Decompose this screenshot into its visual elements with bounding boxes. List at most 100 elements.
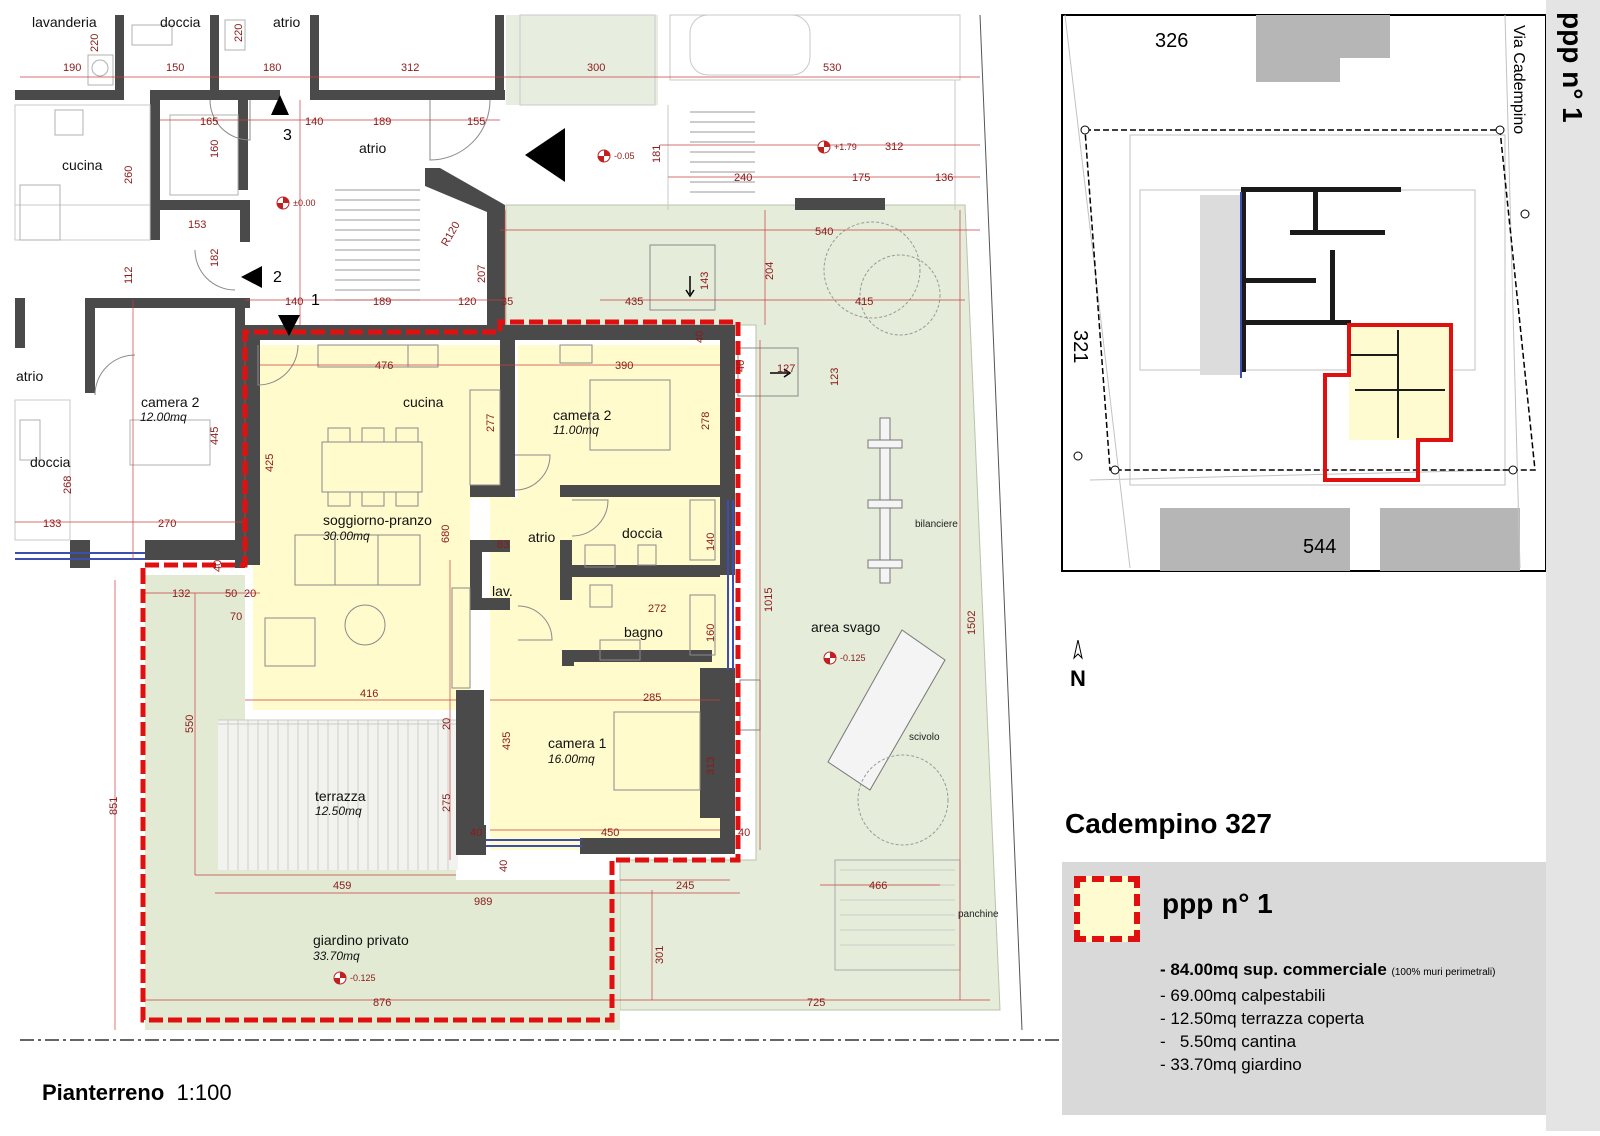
room-camera1-area: 16.00mq [548, 752, 595, 766]
dim: 725 [807, 997, 825, 1009]
dim: 181 [651, 145, 663, 163]
dim: 40 [212, 560, 224, 572]
level-entrance: ±0.00 [293, 198, 315, 208]
dim: 136 [935, 172, 953, 184]
north-arrow-icon: N [1070, 640, 1086, 690]
room-soggiorno-area: 30.00mq [323, 529, 370, 543]
floor-label: Pianterreno [42, 1080, 165, 1105]
room-doccia: doccia [622, 525, 663, 541]
parcel-321: 321 [1069, 330, 1091, 363]
room-terrazza: terrazza [315, 788, 366, 804]
ppp-boundary [140, 319, 741, 1023]
dim: 476 [375, 360, 393, 372]
room-lav: lav. [492, 583, 513, 599]
marker-3-label: 3 [283, 127, 292, 144]
camera1-zone [490, 686, 730, 850]
dim: 20 [244, 588, 256, 600]
dim: 278 [700, 412, 712, 430]
marker-1-label: 1 [311, 292, 320, 309]
room-camera2: camera 2 [553, 407, 612, 423]
legend-item: - 5.50mq cantina [1160, 1032, 1297, 1051]
camera2-zone [518, 345, 730, 500]
room-giardino-area: 33.70mq [313, 949, 360, 963]
dim: 1502 [966, 611, 978, 635]
dim: 989 [474, 896, 492, 908]
dim: 220 [89, 34, 101, 52]
label-scivolo: scivolo [909, 732, 940, 743]
room-atrio: atrio [528, 529, 555, 545]
parcel-544: 544 [1303, 536, 1336, 558]
dim: 35 [501, 296, 513, 308]
level-atrio: -0.05 [614, 151, 635, 161]
living-zone [253, 345, 510, 710]
legend-item: - 12.50mq terrazza coperta [1160, 1009, 1365, 1028]
dim: 160 [209, 140, 221, 158]
room-camera2-neighbour: camera 2 [141, 394, 200, 410]
dim: 127 [777, 363, 795, 375]
dim: 165 [200, 116, 218, 128]
level-giardino: -0.125 [350, 973, 376, 983]
dim: 240 [734, 172, 752, 184]
floor-scale-label: Pianterreno 1:100 [42, 1080, 232, 1106]
room-atrio-top: atrio [273, 14, 300, 30]
room-doccia-neighbour: doccia [30, 454, 71, 470]
marker-2-label: 2 [273, 269, 282, 286]
dim: 150 [166, 62, 184, 74]
parcel-326: 326 [1155, 30, 1188, 52]
street-name: Via Cadempino [1510, 25, 1527, 134]
room-bagno: bagno [624, 624, 663, 640]
label-panchine: panchine [958, 909, 999, 920]
room-lavanderia: lavanderia [32, 14, 97, 30]
terrace-hatch [227, 720, 449, 870]
dim: 189 [373, 296, 391, 308]
dim: 466 [869, 880, 887, 892]
dim: 40 [738, 827, 750, 839]
dim: 120 [458, 296, 476, 308]
private-garden-lawn [145, 575, 620, 1030]
dim: 132 [172, 588, 190, 600]
dim: 416 [360, 688, 378, 700]
dim: 540 [815, 226, 833, 238]
sheet-title: ppp n° 1 [1557, 12, 1588, 123]
legend-swatch [1074, 876, 1140, 942]
dim: 425 [264, 454, 276, 472]
dim: 207 [476, 265, 488, 283]
level-symbols [276, 140, 837, 985]
inset-unit-outline [1323, 323, 1453, 482]
apartment-furniture [264, 244, 799, 791]
neighbour-furniture [19, 19, 246, 466]
dim: 435 [501, 732, 513, 750]
legend-item: - 84.00mq sup. commerciale (100% muri pe… [1160, 960, 1496, 979]
dim: 180 [263, 62, 281, 74]
dim: 680 [440, 525, 452, 543]
dim: 133 [43, 518, 61, 530]
room-atrio-left: atrio [16, 368, 43, 384]
legend-list: - 84.00mq sup. commerciale (100% muri pe… [1160, 958, 1495, 1076]
dim: 20 [441, 718, 453, 730]
dim: 112 [123, 266, 135, 284]
door-swings [94, 99, 609, 641]
stairs-left [335, 189, 420, 301]
room-terrazza-area: 12.50mq [315, 804, 362, 818]
tree-canopy-2 [859, 254, 941, 336]
room-soggiorno: soggiorno-pranzo [323, 512, 432, 528]
room-atrio-mid: atrio [359, 140, 386, 156]
dim: 83 [497, 539, 509, 551]
dim: 301 [654, 946, 666, 964]
section-markers [241, 95, 565, 336]
legend-panel [1062, 862, 1546, 1115]
room-cucina-neighbour: cucina [62, 157, 103, 173]
dim: 140 [285, 296, 303, 308]
marker-2-arrow [241, 266, 262, 288]
boundary-line [979, 14, 1023, 1031]
dim: 70 [230, 611, 242, 623]
dim: 445 [209, 427, 221, 445]
room-camera1: camera 1 [548, 735, 607, 751]
legend-item: - 69.00mq calpestabili [1160, 986, 1326, 1005]
slide [827, 629, 946, 791]
marker-1-arrow [278, 315, 300, 336]
dim: 123 [829, 368, 841, 386]
radius-label: R120 [439, 220, 463, 249]
dim: 1015 [763, 588, 775, 612]
